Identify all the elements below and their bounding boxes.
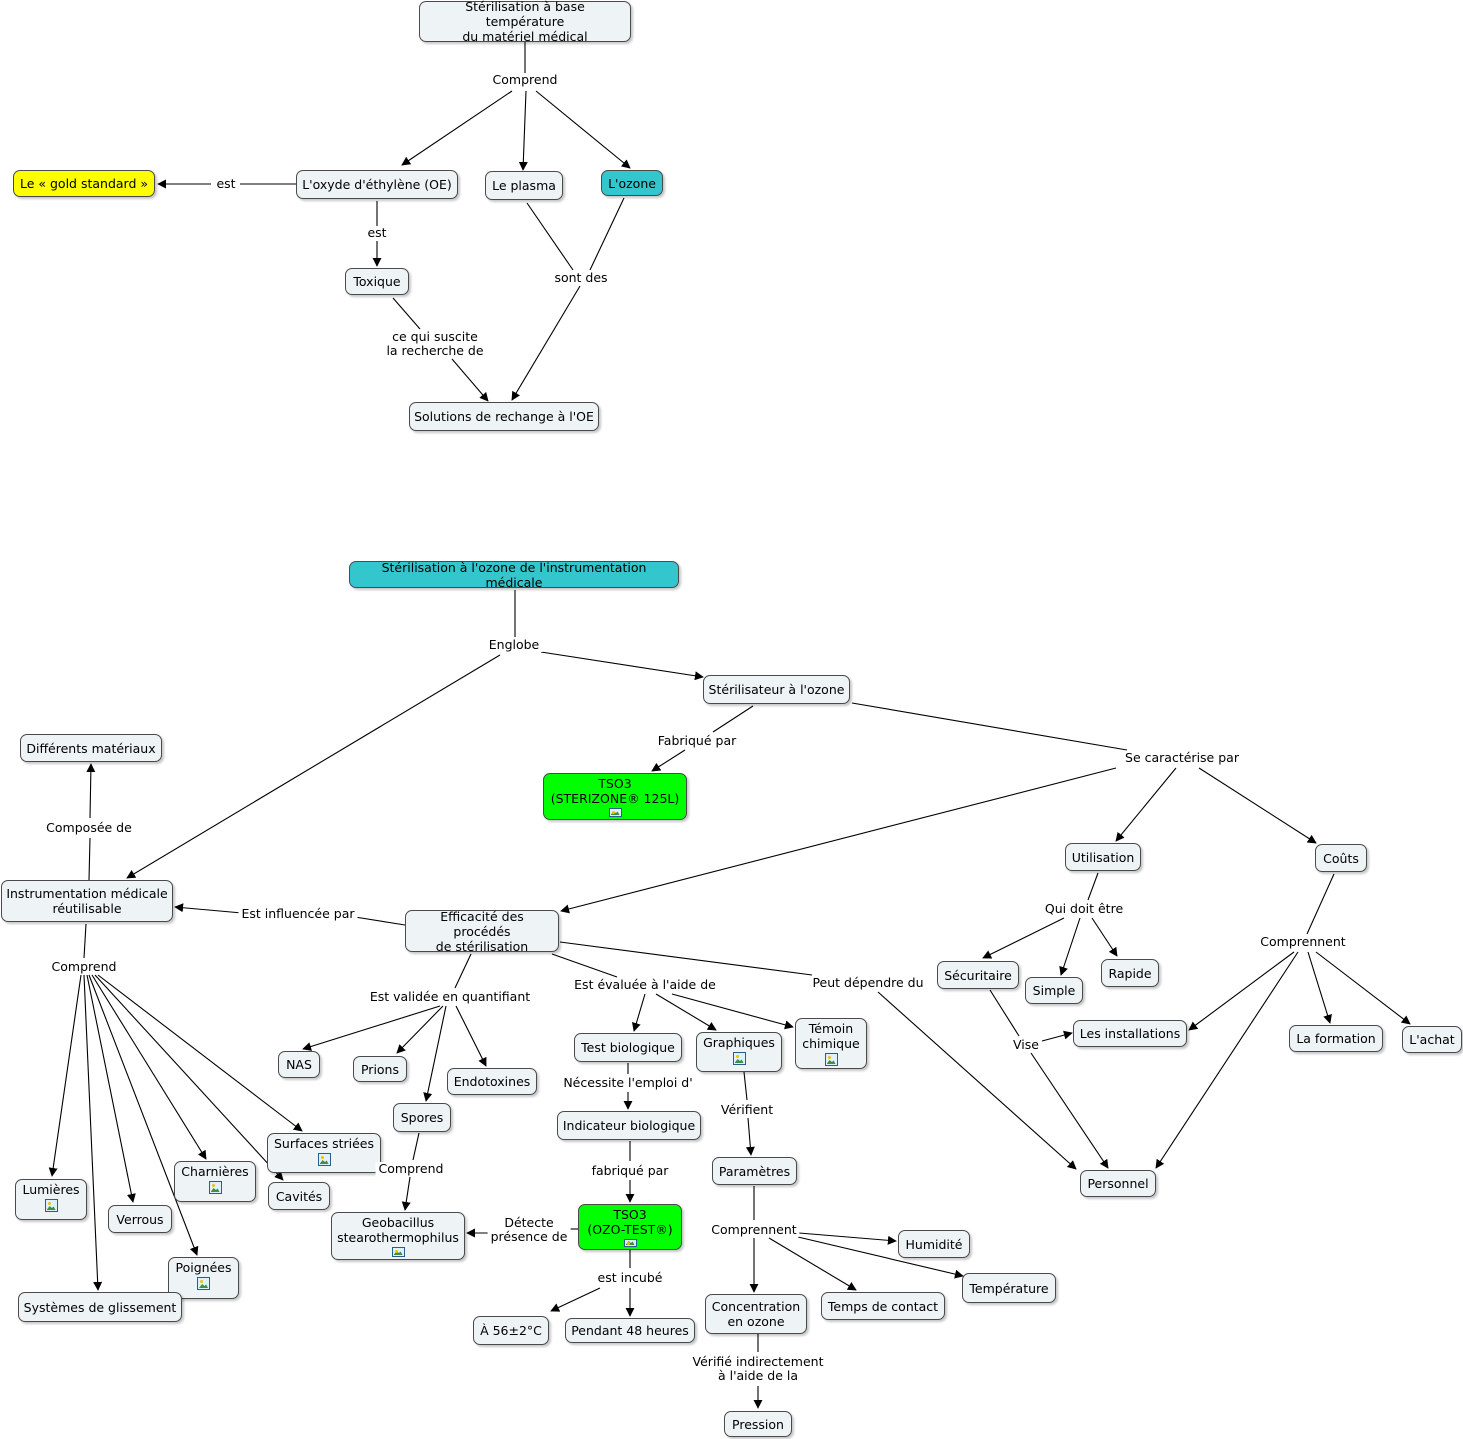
- node-cavites[interactable]: Cavités: [268, 1182, 330, 1210]
- link-label-composee-de: Composée de: [43, 821, 135, 835]
- image-attachment-icon[interactable]: [623, 1239, 637, 1247]
- link-label-fabrique-par: Fabriqué par: [654, 734, 740, 748]
- node-simple[interactable]: Simple: [1025, 977, 1083, 1004]
- link-label-est: est: [213, 177, 239, 191]
- node-toxique[interactable]: Toxique: [345, 268, 409, 295]
- link-label-comprend: Comprend: [375, 1162, 447, 1176]
- link-label-se-caracterise: Se caractérise par: [1122, 751, 1242, 765]
- link-label-necessite: Nécessite l'emploi d': [560, 1076, 696, 1090]
- node-couts[interactable]: Coûts: [1315, 844, 1367, 872]
- link-label-verifie-indirectement: Vérifié indirectement à l'aide de la: [689, 1355, 827, 1383]
- node-verrous[interactable]: Verrous: [108, 1205, 172, 1233]
- link-label-sont-des: sont des: [551, 271, 611, 285]
- node-oxyde-ethylene[interactable]: L'oxyde d'éthylène (OE): [296, 170, 458, 199]
- node-surfaces-striees[interactable]: Surfaces striées: [267, 1133, 381, 1173]
- node-charnieres-label: Charnières: [181, 1164, 249, 1179]
- node-utilisation[interactable]: Utilisation: [1065, 843, 1141, 871]
- node-securitaire[interactable]: Sécuritaire: [937, 961, 1019, 989]
- node-systemes-glissement[interactable]: Systèmes de glissement: [18, 1292, 182, 1322]
- link-label-est: est: [364, 226, 390, 240]
- node-graphiques[interactable]: Graphiques: [696, 1032, 782, 1072]
- node-charnieres[interactable]: Charnières: [174, 1161, 256, 1202]
- node-tso3-sterizone-label: TSO3 (STERIZONE® 125L): [550, 776, 680, 806]
- node-56-degres[interactable]: À 56±2°C: [473, 1316, 549, 1345]
- node-temoin-chimique-label: Témoin chimique: [802, 1021, 860, 1051]
- node-parametres[interactable]: Paramètres: [712, 1157, 797, 1185]
- node-temperature[interactable]: Température: [962, 1273, 1056, 1303]
- link-label-detecte-presence: Détecte présence de: [487, 1216, 571, 1244]
- node-rapide[interactable]: Rapide: [1101, 959, 1159, 987]
- link-label-comprennent: Comprennent: [708, 1223, 800, 1237]
- node-formation[interactable]: La formation: [1289, 1025, 1383, 1052]
- node-spores[interactable]: Spores: [393, 1103, 451, 1132]
- node-surfaces-striees-label: Surfaces striées: [273, 1136, 375, 1151]
- node-prions[interactable]: Prions: [353, 1056, 407, 1082]
- link-label-comprend: Comprend: [48, 960, 120, 974]
- node-personnel[interactable]: Personnel: [1080, 1170, 1156, 1197]
- node-lumieres-label: Lumières: [22, 1182, 80, 1197]
- link-label-qui-doit-etre: Qui doit être: [1041, 902, 1127, 916]
- link-label-englobe: Englobe: [485, 638, 543, 652]
- link-label-fabrique-par: fabriqué par: [588, 1164, 672, 1178]
- link-label-verifient: Vérifient: [717, 1103, 777, 1117]
- link-label-influencee-par: Est influencée par: [238, 907, 358, 921]
- link-label-peut-dependre: Peut dépendre du: [809, 976, 927, 990]
- node-poignees-label: Poignées: [175, 1260, 232, 1275]
- node-tso3-ozo-test-label: TSO3 (OZO-TEST®): [587, 1207, 673, 1237]
- image-attachment-icon[interactable]: [208, 1181, 222, 1194]
- image-attachment-icon[interactable]: [732, 1052, 746, 1065]
- node-geobacillus[interactable]: Geobacillus stearothermophilus: [331, 1212, 465, 1260]
- link-label-est-incube: est incubé: [594, 1271, 666, 1285]
- link-label-evaluee: Est évaluée à l'aide de: [571, 978, 719, 992]
- node-concentration-ozone[interactable]: Concentration en ozone: [705, 1294, 807, 1334]
- node-graphiques-label: Graphiques: [703, 1035, 775, 1050]
- node-installations[interactable]: Les installations: [1073, 1020, 1187, 1047]
- image-attachment-icon[interactable]: [317, 1153, 331, 1166]
- node-sterilisation-ozone-instrumentation[interactable]: Stérilisation à l'ozone de l'instrumenta…: [349, 560, 679, 590]
- node-solutions-rechange[interactable]: Solutions de rechange à l'OE: [409, 402, 599, 431]
- node-ozone[interactable]: L'ozone: [601, 170, 663, 196]
- node-test-biologique[interactable]: Test biologique: [574, 1033, 682, 1062]
- node-tso3-sterizone[interactable]: TSO3 (STERIZONE® 125L): [543, 773, 687, 820]
- link-label-comprend: Comprend: [489, 73, 561, 87]
- node-gold-standard[interactable]: Le « gold standard »: [13, 170, 155, 197]
- node-achat[interactable]: L'achat: [1402, 1026, 1462, 1053]
- image-attachment-icon[interactable]: [608, 808, 622, 817]
- image-attachment-icon[interactable]: [44, 1199, 58, 1212]
- node-indicateur-biologique[interactable]: Indicateur biologique: [557, 1111, 701, 1140]
- node-nas[interactable]: NAS: [278, 1051, 320, 1078]
- image-attachment-icon[interactable]: [391, 1247, 405, 1257]
- link-label-comprennent: Comprennent: [1257, 935, 1349, 949]
- node-humidite[interactable]: Humidité: [898, 1230, 970, 1258]
- link-label-suscite-recherche: ce qui suscite la recherche de: [383, 330, 487, 358]
- node-temoin-chimique[interactable]: Témoin chimique: [795, 1018, 867, 1069]
- image-attachment-icon[interactable]: [824, 1053, 838, 1066]
- node-efficacite-procedes[interactable]: Efficacité des procédés de stérilisation: [405, 909, 559, 954]
- node-pression[interactable]: Pression: [724, 1411, 792, 1437]
- link-label-validee-quantifiant: Est validée en quantifiant: [366, 990, 534, 1004]
- node-differents-materiaux[interactable]: Différents matériaux: [20, 734, 162, 762]
- node-endotoxines[interactable]: Endotoxines: [447, 1068, 537, 1095]
- link-label-vise: Vise: [1010, 1038, 1042, 1052]
- node-sterilisateur-ozone[interactable]: Stérilisateur à l'ozone: [703, 675, 850, 704]
- node-temps-contact[interactable]: Temps de contact: [821, 1292, 945, 1320]
- image-attachment-icon[interactable]: [197, 1277, 210, 1290]
- node-instrumentation-reutilisable[interactable]: Instrumentation médicale réutilisable: [1, 880, 173, 922]
- node-lumieres[interactable]: Lumières: [15, 1179, 87, 1220]
- node-poignees[interactable]: Poignées: [168, 1257, 239, 1299]
- node-48-heures[interactable]: Pendant 48 heures: [565, 1318, 695, 1343]
- node-sterilisation-basse-temperature[interactable]: Stérilisation à base température du maté…: [419, 0, 631, 44]
- node-plasma[interactable]: Le plasma: [485, 171, 563, 200]
- node-geobacillus-label: Geobacillus stearothermophilus: [337, 1215, 459, 1245]
- node-tso3-ozo-test[interactable]: TSO3 (OZO-TEST®): [578, 1204, 682, 1250]
